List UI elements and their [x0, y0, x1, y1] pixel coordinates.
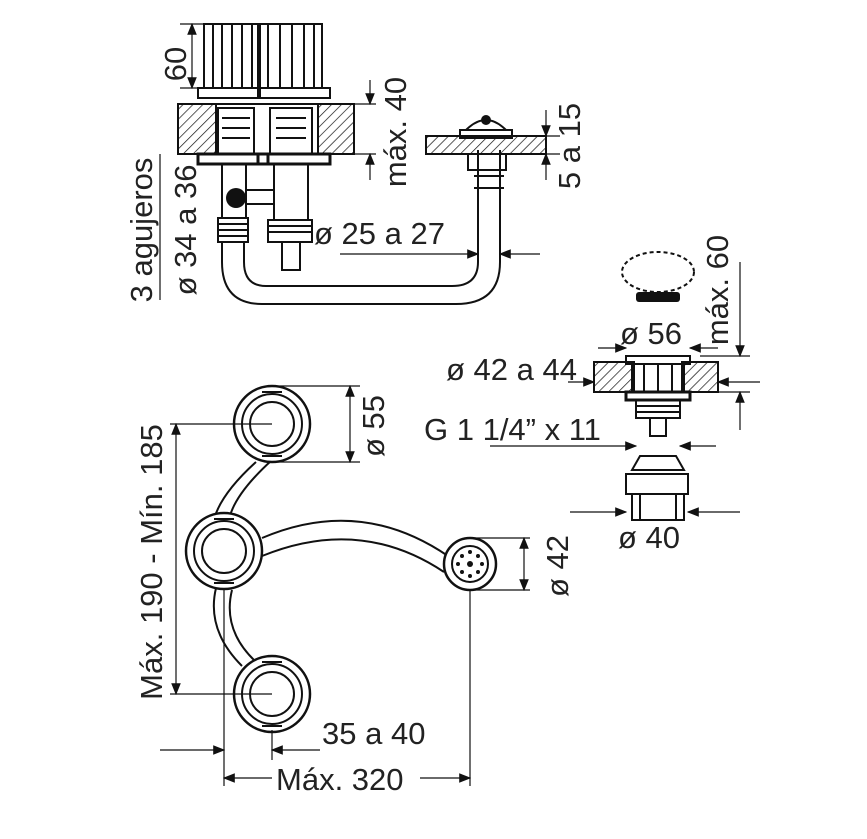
max-40-label: máx. 40: [378, 77, 413, 187]
thread-label: G 1 1/4” x 11: [424, 412, 601, 447]
diameter-42-44-label: ø 42 a 44: [446, 352, 577, 387]
height-60-label: 60: [158, 47, 193, 81]
diameter-40-label: ø 40: [618, 520, 680, 555]
diameter-56-label: ø 56: [620, 316, 682, 351]
hole-diameter-label: ø 34 a 36: [168, 165, 203, 296]
diameter-55-label: ø 55: [356, 395, 391, 457]
pipe-diameter-label: ø 25 a 27: [314, 216, 445, 251]
chain-max-60-label: máx. 60: [700, 235, 735, 345]
drain-section: [490, 251, 760, 521]
max-320-label: Máx. 320: [276, 762, 404, 797]
right-handle: [257, 23, 323, 89]
spacing-max-min-label: Máx. 190 - Mín. 185: [134, 424, 169, 700]
left-handle: [203, 23, 261, 89]
plan-view: [160, 384, 530, 786]
aerator-icon: [442, 536, 498, 592]
diameter-42-label: ø 42: [540, 535, 575, 597]
offset-35-40-label: 35 a 40: [322, 716, 425, 751]
range-5-15-label: 5 a 15: [552, 103, 587, 189]
holes-label: 3 agujeros: [124, 158, 159, 303]
chain-icon: [621, 251, 695, 293]
mixer-elevation: [159, 22, 560, 305]
middle-valve-ring: [184, 511, 264, 591]
